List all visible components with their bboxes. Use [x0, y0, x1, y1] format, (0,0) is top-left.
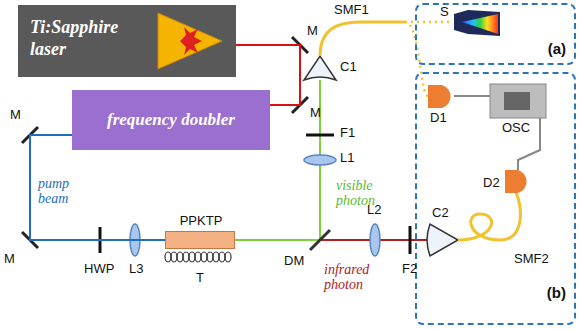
- part-label: M: [4, 252, 15, 266]
- heater-coil: [165, 252, 231, 262]
- part-label: T: [196, 271, 204, 285]
- spectrometer-icon: [454, 10, 500, 36]
- part-label: M: [310, 106, 321, 120]
- node-text: PPKTP: [166, 213, 236, 228]
- part-label: SMF1: [334, 3, 369, 17]
- fibers: [320, 22, 520, 240]
- part-label: M: [10, 108, 21, 122]
- node-text: Ti:Sapphire laser: [30, 17, 142, 60]
- dashed-region: (a): [415, 3, 576, 65]
- crystal: PPKTP: [165, 231, 235, 249]
- fiber-couplers: [304, 56, 458, 256]
- beam-label: infrared photon: [324, 262, 386, 293]
- part-label: D2: [483, 176, 500, 190]
- part-label: OSC: [502, 121, 530, 135]
- laser-box: Ti:Sapphire laser: [18, 5, 236, 77]
- node-text: frequency doubler: [107, 110, 235, 130]
- beam-label: pump beam: [38, 176, 88, 207]
- dotted-fibers: [405, 22, 452, 96]
- part-label: HWP: [84, 262, 114, 276]
- part-label: L1: [340, 151, 354, 165]
- part-label: M: [307, 24, 318, 38]
- laser-beam: [30, 135, 165, 240]
- part-label: SMF2: [514, 252, 549, 266]
- beam-label: visible photon: [336, 178, 394, 209]
- part-label: C2: [432, 206, 449, 220]
- node-text: (b): [547, 284, 566, 301]
- part-label: D1: [430, 111, 447, 125]
- dashed-region: (b): [415, 72, 576, 325]
- doubler-box: frequency doubler: [72, 90, 270, 150]
- part-label: C1: [340, 60, 357, 74]
- node-text: (a): [548, 40, 566, 57]
- part-label: DM: [284, 254, 304, 268]
- part-label: L3: [129, 262, 143, 276]
- dichroic-mirror: [310, 230, 330, 250]
- oscilloscope-icon: [490, 84, 546, 118]
- part-label: F2: [402, 262, 417, 276]
- part-label: S: [440, 5, 449, 19]
- part-label: L2: [367, 203, 381, 217]
- filters: [306, 135, 410, 254]
- part-label: F1: [340, 126, 355, 140]
